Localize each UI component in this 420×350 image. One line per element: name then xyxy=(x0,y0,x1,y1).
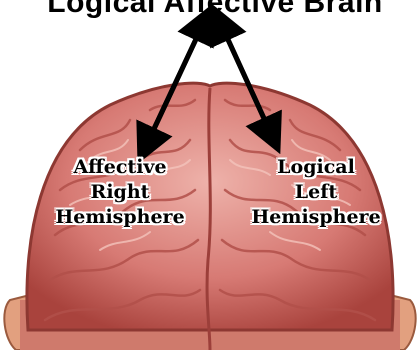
left-hemisphere-line-3: Hemisphere xyxy=(216,205,416,230)
top-caption: Logical Affective Brain xyxy=(0,0,420,20)
left-hemisphere-line-2: Left xyxy=(216,180,416,205)
left-hemisphere-label: Logical Left Hemisphere xyxy=(216,155,416,230)
right-hemisphere-line-3: Hemisphere xyxy=(20,205,220,230)
left-hemisphere-line-1: Logical xyxy=(216,155,416,180)
right-hemisphere-line-2: Right xyxy=(20,180,220,205)
right-hemisphere-line-1: Affective xyxy=(20,155,220,180)
right-hemisphere-label: Affective Right Hemisphere xyxy=(20,155,220,230)
